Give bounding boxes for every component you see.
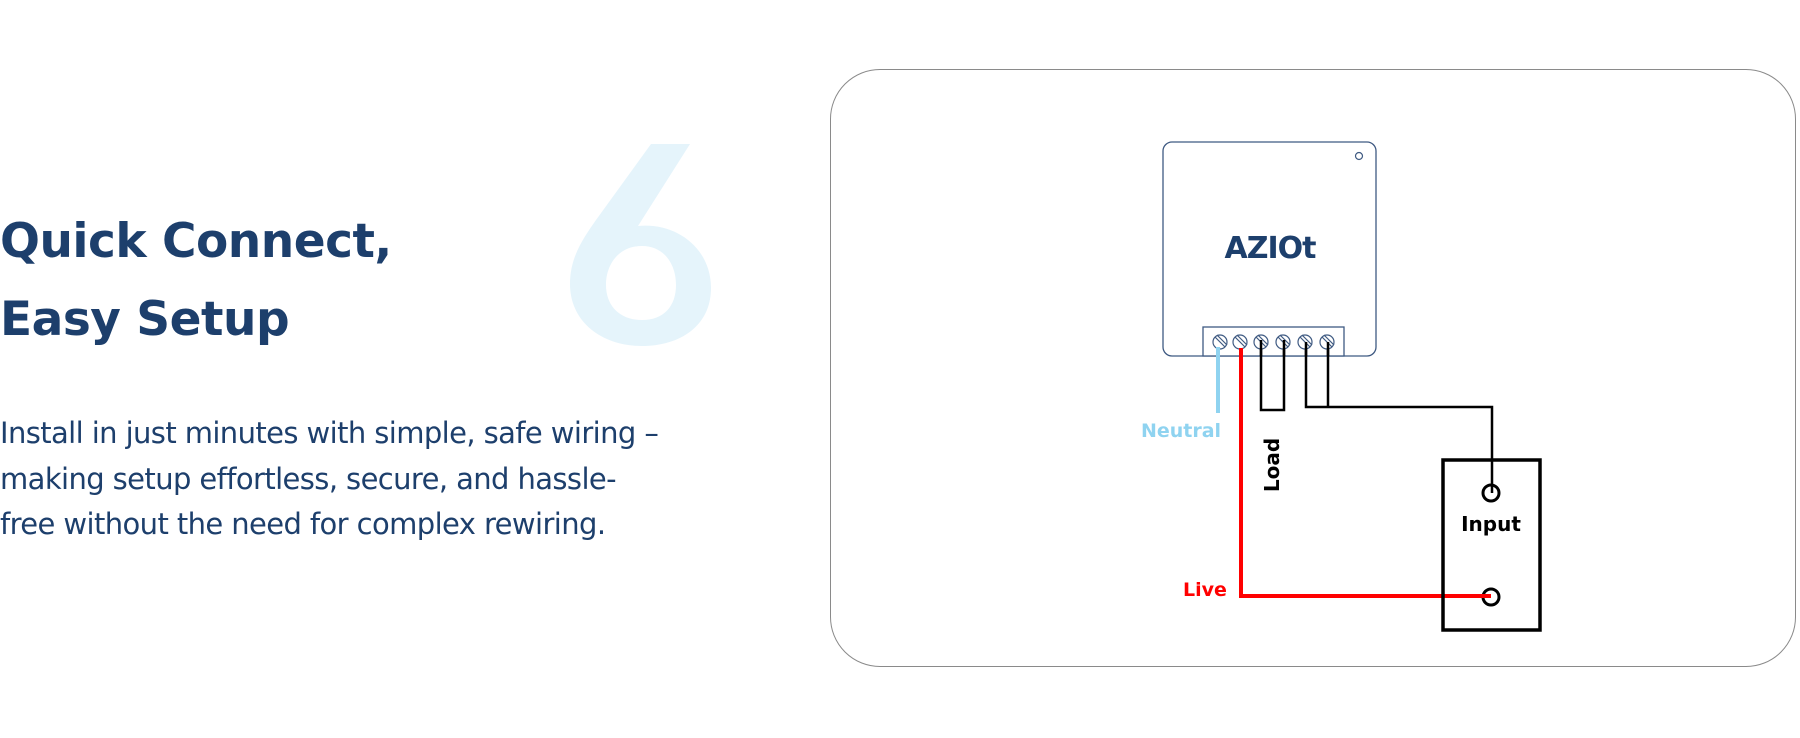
description-line-1: Install in just minutes with simple, saf…: [0, 416, 659, 450]
neutral-label: Neutral: [1141, 420, 1221, 442]
live-label: Live: [1183, 579, 1227, 601]
input-wire-a: [1304, 346, 1494, 487]
section-heading: Quick Connect, Easy Setup: [0, 203, 392, 359]
screw-icon: [1212, 334, 1228, 350]
section-description: Install in just minutes with simple, saf…: [0, 411, 760, 548]
load-label: Load: [1260, 438, 1284, 492]
input-label: Input: [1461, 512, 1521, 536]
status-led-icon: [1354, 151, 1364, 161]
description-line-3: free without the need for complex rewiri…: [0, 507, 606, 541]
heading-line-2: Easy Setup: [0, 292, 290, 347]
live-wire: [1239, 346, 1491, 598]
screw-icon: [1232, 334, 1248, 350]
device-logo: AZIOt: [1225, 231, 1317, 266]
input-switch-box: [1441, 458, 1542, 632]
description-line-2: making setup effortless, secure, and has…: [0, 461, 617, 496]
heading-line-1: Quick Connect,: [0, 214, 392, 269]
step-number-six: [570, 144, 711, 346]
load-wire-loop: [1259, 346, 1286, 412]
